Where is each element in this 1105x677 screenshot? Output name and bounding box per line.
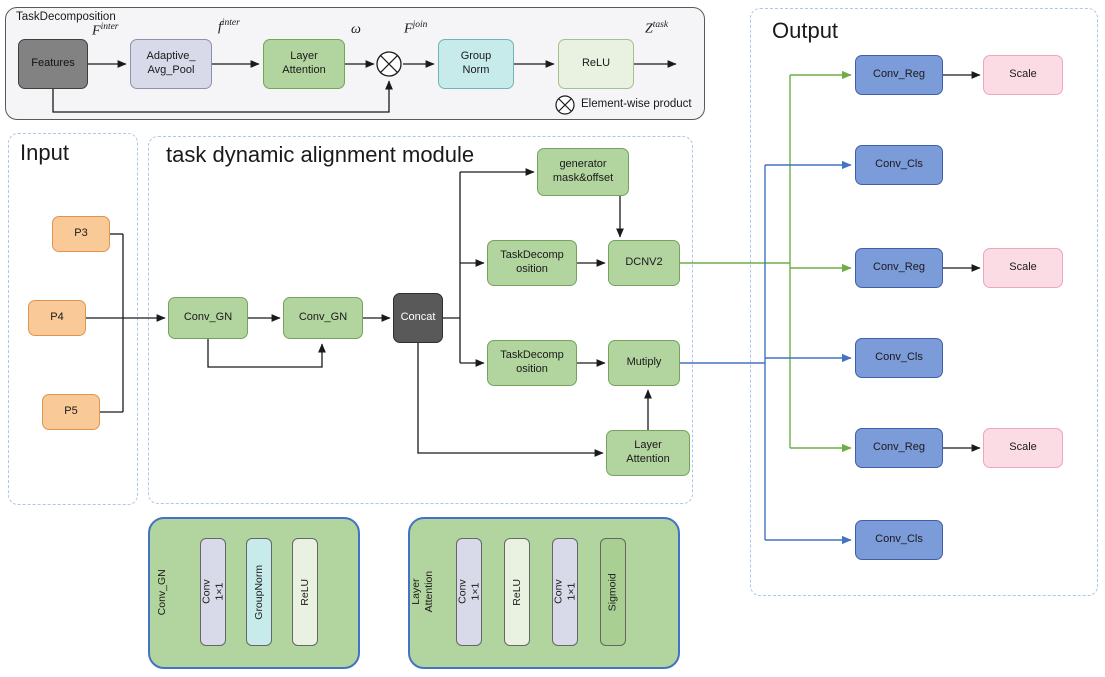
task-decomposition-node-2: TaskDecomp osition: [487, 340, 577, 386]
layer-attention-stage-relu-label: ReLU: [510, 578, 523, 606]
conv-gn-node-1: Conv_GN: [168, 297, 248, 339]
input-p5-node: P5: [42, 394, 100, 430]
legend-element-wise-product: Element-wise product: [581, 98, 692, 110]
conv-gn-stage-groupnorm: GroupNorm: [246, 538, 272, 646]
layer-attention-stage-conv1x1-b: Conv 1×1: [552, 538, 578, 646]
conv-gn-stage-conv1x1: Conv 1×1: [200, 538, 226, 646]
conv-gn-detail-side-label-text: Conv_GN: [155, 568, 168, 616]
label-f-inter-sup: inter: [100, 22, 119, 32]
scale-node-3: Scale: [983, 428, 1063, 468]
layer-attention-node-top: Layer Attention: [263, 39, 345, 89]
conv-gn-stage-relu-label: ReLU: [298, 578, 311, 606]
label-z-task-sup: task: [652, 20, 669, 30]
task-decomposition-node-1: TaskDecomp osition: [487, 240, 577, 286]
layer-attention-stage-sigmoid-label: Sigmoid: [606, 573, 619, 611]
conv-cls-node-1: Conv_Cls: [855, 145, 943, 185]
label-f-lower-inter-sup: inter: [221, 18, 240, 28]
multiply-node: Mutiply: [608, 340, 680, 386]
alignment-module-panel: [148, 136, 693, 504]
input-p3-node: P3: [52, 216, 110, 252]
layer-attention-stage-relu: ReLU: [504, 538, 530, 646]
relu-node: ReLU: [558, 39, 634, 89]
layer-attention-stage-sigmoid: Sigmoid: [600, 538, 626, 646]
concat-node: Concat: [393, 293, 443, 343]
layer-attention-detail-side-label-text: Layer Attention: [410, 571, 436, 613]
scale-node-2: Scale: [983, 248, 1063, 288]
label-f-join-base: F: [404, 21, 413, 37]
label-omega: ω: [351, 22, 361, 37]
layer-attention-detail-box: [408, 517, 680, 669]
layer-attention-stage-conv1x1-a: Conv 1×1: [456, 538, 482, 646]
layer-attention-detail-side-label: Layer Attention: [408, 537, 438, 647]
conv-reg-node-3: Conv_Reg: [855, 428, 943, 468]
label-f-inter-base: F: [92, 23, 101, 39]
conv-reg-node-1: Conv_Reg: [855, 55, 943, 95]
alignment-module-title: task dynamic alignment module: [166, 142, 475, 167]
label-f-lower-inter-base: f: [218, 19, 222, 35]
conv-gn-stage-conv1x1-label: Conv 1×1: [200, 579, 226, 605]
layer-attention-node: Layer Attention: [606, 430, 690, 476]
features-node: Features: [18, 39, 88, 89]
label-f-lower-inter: finter: [218, 18, 240, 36]
output-panel: [750, 8, 1098, 596]
conv-gn-detail-side-label: Conv_GN: [150, 537, 174, 647]
adaptive-avg-pool-node: Adaptive_ Avg_Pool: [130, 39, 212, 89]
input-title: Input: [20, 140, 69, 165]
conv-gn-node-2: Conv_GN: [283, 297, 363, 339]
conv-cls-node-3: Conv_Cls: [855, 520, 943, 560]
dcnv2-node: DCNV2: [608, 240, 680, 286]
conv-gn-stage-groupnorm-label: GroupNorm: [252, 564, 265, 620]
conv-cls-node-2: Conv_Cls: [855, 338, 943, 378]
scale-node-1: Scale: [983, 55, 1063, 95]
task-decomposition-title: TaskDecomposition: [16, 11, 116, 23]
input-p4-node: P4: [28, 300, 86, 336]
label-f-inter: Finter: [92, 22, 119, 40]
generator-mask-offset-node: generator mask&offset: [537, 148, 629, 196]
label-z-task-base: Z: [645, 21, 653, 37]
label-f-join: Fjoin: [404, 20, 427, 38]
label-f-join-sup: join: [412, 20, 428, 30]
conv-gn-stage-relu: ReLU: [292, 538, 318, 646]
label-z-task: Ztask: [645, 20, 668, 38]
output-title: Output: [772, 18, 839, 43]
group-norm-node: Group Norm: [438, 39, 514, 89]
layer-attention-stage-conv1x1-b-label: Conv 1×1: [552, 579, 578, 605]
input-panel: [8, 133, 138, 505]
conv-reg-node-2: Conv_Reg: [855, 248, 943, 288]
layer-attention-stage-conv1x1-a-label: Conv 1×1: [456, 579, 482, 605]
